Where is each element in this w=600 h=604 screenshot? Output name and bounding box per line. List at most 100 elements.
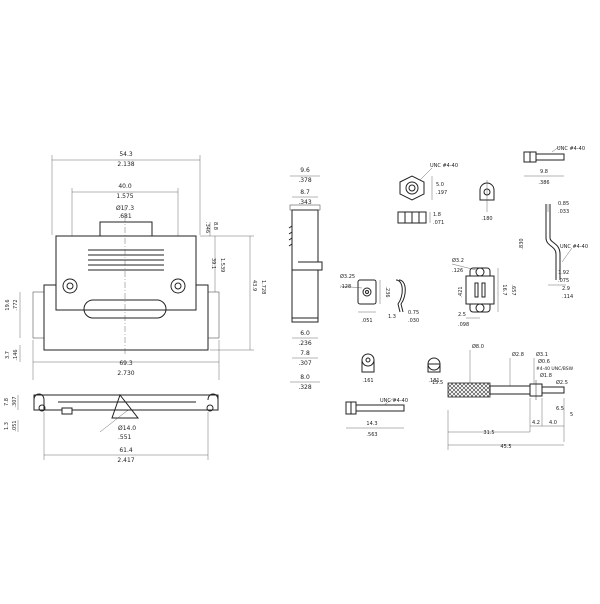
hood-side-view: 9.6 .378 8.7 .343 6.0 .236 7.8 .307 8.0 … (288, 167, 323, 391)
dim-overall-mm: 54.3 (119, 151, 133, 158)
thumb-b: 4.0 (549, 420, 557, 426)
lock-top-view: .161 (361, 353, 375, 384)
clip-w-mm: 1.3 (388, 314, 396, 320)
thumb-seg: 31.5 (483, 430, 494, 436)
clip-w-in: .051 (361, 318, 372, 324)
dim-bottom-overall-in: 2.417 (117, 457, 134, 464)
dim-bottom-hole-mm: Ø14.0 (118, 425, 136, 432)
hex-nut-view: UNC #4-40 5.0 .197 1.8 .071 (397, 163, 458, 226)
thumb-r4: Ø1.8 (540, 372, 552, 379)
screw-long-thread: UNC #4-40 (380, 398, 408, 404)
screw-long-l-mm: 14.3 (366, 421, 377, 427)
thumb-d-mm: Ø8.0 (472, 343, 484, 350)
dim-side-top-w-in: .378 (298, 177, 312, 184)
bracket-w2-in: .098 (458, 322, 469, 328)
nut-t-in: .071 (433, 220, 444, 226)
dim-bottom-overall-mm: 61.4 (119, 447, 133, 454)
thumb-knurl: 15.5 (432, 380, 443, 386)
hood-front-view: 54.3 2.138 40.0 1.575 Ø17.3 .681 8.8 (5, 151, 266, 380)
thumb-d: 6.5 (556, 406, 564, 412)
hood-bottom-view: 7.8 .307 1.3 .051 Ø14.0 .551 61.4 2.417 (4, 393, 219, 464)
spring-b-mm: 2.9 (562, 286, 570, 292)
screw-long-top-in: .181 (428, 378, 439, 384)
thumb-total: 45.5 (500, 444, 511, 450)
dim-base-mm: 69.3 (119, 360, 133, 367)
bracket-s-in: .421 (458, 286, 464, 297)
dim-flange-in: .772 (13, 299, 19, 310)
spring-a-in: .075 (558, 278, 569, 284)
washer-id: .180 (481, 216, 492, 222)
dim-flange-mm: 19.6 (5, 299, 11, 310)
clip-t-in: .030 (408, 318, 419, 324)
dim-side-inner-in: .343 (298, 199, 312, 206)
bracket-hole-mm: Ø3.2 (452, 257, 464, 264)
screw-right-icon (170, 278, 186, 294)
dim-side-bottom-in: .328 (298, 384, 312, 391)
thumb-r5: Ø2.5 (556, 379, 568, 386)
lock-ring-icon (361, 353, 375, 367)
dim-side-d2-mm: 7.8 (300, 350, 310, 357)
clip-plate-icon (357, 279, 377, 305)
dim-side-top-w-mm: 9.6 (300, 167, 310, 174)
thumbscrew-view: Ø8.0 Ø2.8 Ø3.1 Ø0.6 #4-40 UNC/BSW Ø1.8 Ø… (432, 343, 574, 450)
hex-nut-icon (399, 175, 425, 201)
clip-h-in: .236 (384, 286, 390, 297)
dim-side-top-in: .346 (204, 222, 210, 233)
screw-small-l-mm: 9.8 (540, 169, 548, 175)
knurl-icon (447, 382, 491, 398)
spring-clip-icon (545, 204, 557, 280)
nut-h-mm: 5.0 (436, 182, 444, 188)
thumb-r2: Ø3.1 (536, 351, 548, 358)
thumb-c: 5 (570, 412, 573, 418)
dim-bottom-hole-in: .551 (118, 434, 132, 441)
screw-small-view: UNC #4-40 9.8 .386 (523, 145, 585, 186)
nut-h-in: .197 (436, 190, 447, 196)
spring-thread: UNC #4-40 (560, 244, 588, 250)
dim-bottom-b-mm: 1.3 (4, 422, 10, 430)
screw-left-icon (62, 278, 78, 294)
thumb-r3: Ø0.6 (538, 358, 550, 365)
dim-flange-b-mm: 3.7 (5, 351, 11, 359)
thumb-a: 4.2 (532, 420, 540, 426)
dim-overall-in: 2.138 (117, 161, 134, 168)
thumb-thread: #4-40 UNC/BSW (536, 366, 574, 372)
nut-thread: UNC #4-40 (430, 163, 458, 169)
dim-base-in: 2.730 (117, 370, 134, 377)
spring-clip-view: 0.85 .033 .830 UNC #4-40 1.92 .075 2.9 .… (519, 201, 588, 300)
dim-side-bottom-mm: 8.0 (300, 374, 310, 381)
bracket-w2-mm: 2.5 (458, 312, 466, 318)
screw-small-thread: UNC #4-40 (557, 146, 585, 152)
spring-b-in: .114 (562, 294, 573, 300)
bracket-h-in: .657 (510, 284, 516, 295)
spring-h-in: .830 (519, 238, 525, 249)
clip-d1-mm: Ø3.25 (340, 273, 355, 280)
screw-long-l-in: .563 (366, 432, 377, 438)
dim-screw-h-mm: 39.1 (210, 258, 216, 269)
dim-side-d1-in: .236 (298, 340, 312, 347)
screw-small-l-in: .386 (538, 180, 549, 186)
dim-side-d1-mm: 6.0 (300, 330, 310, 337)
dim-side-inner-mm: 8.7 (300, 189, 310, 196)
clip-t-mm: 0.75 (408, 310, 419, 316)
nut-t-mm: 1.8 (433, 212, 441, 218)
dim-side-d2-in: .307 (298, 360, 312, 367)
spring-a-mm: 1.92 (558, 270, 569, 276)
dim-height-in: 1.728 (260, 280, 266, 294)
thumb-r1: Ø2.8 (512, 351, 524, 358)
dim-bottom-b-in: .051 (12, 420, 18, 431)
lock-top-in: .161 (362, 378, 373, 384)
dim-height-mm: 43.9 (251, 280, 257, 291)
spring-w-mm: 0.85 (558, 201, 569, 207)
dim-cable-mm: 40.0 (118, 183, 132, 190)
screw-long-top-view: .181 (427, 357, 441, 384)
clip-view: Ø3.25 .128 .051 .236 0.75 .030 1.3 (339, 273, 419, 324)
clip-d1-in: .128 (340, 284, 351, 290)
dim-screw-h-in: 1.539 (219, 258, 225, 272)
bracket-view: Ø3.2 .126 16.7 .657 .421 2.5 .098 (451, 257, 516, 328)
dim-bottom-a-mm: 7.8 (4, 398, 10, 406)
washer-view: .180 (479, 180, 495, 222)
dim-bottom-a-in: .307 (12, 396, 18, 407)
bracket-h-mm: 16.7 (501, 284, 507, 295)
